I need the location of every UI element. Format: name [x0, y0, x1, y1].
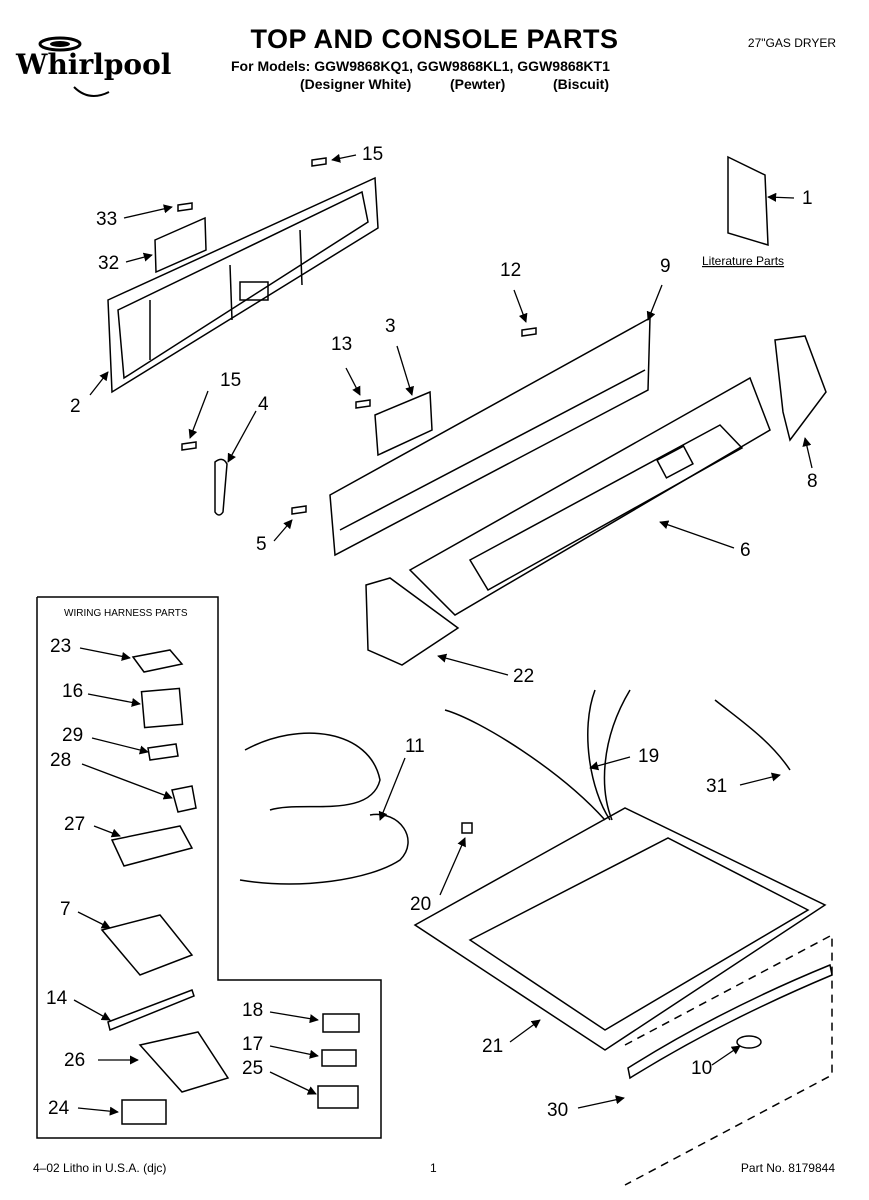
callout-27: 27	[64, 814, 85, 835]
part-18	[322, 1013, 360, 1033]
part-24	[121, 1099, 167, 1125]
top-strip	[627, 963, 833, 1080]
console-back-panel	[107, 176, 379, 394]
console-housing	[408, 376, 771, 616]
part-23	[131, 649, 184, 673]
callout-20: 20	[410, 894, 431, 915]
part-16	[140, 687, 184, 729]
wiring-harness-box	[36, 596, 382, 1139]
callout-19: 19	[638, 746, 659, 767]
callout-9: 9	[660, 256, 671, 277]
color-biscuit: (Biscuit)	[553, 76, 609, 92]
dashed-outline	[624, 933, 833, 1186]
literature-parts-label: Literature Parts	[702, 254, 784, 268]
callout-15-top: 15	[362, 144, 383, 165]
callout-33: 33	[96, 209, 117, 230]
callout-31: 31	[706, 776, 727, 797]
page-title: TOP AND CONSOLE PARTS	[250, 24, 619, 54]
color-designer-white: (Designer White)	[300, 76, 412, 92]
color-pewter: (Pewter)	[450, 76, 506, 92]
parts-line-art	[36, 155, 833, 1186]
top-panel	[413, 807, 827, 1051]
callout-8: 8	[807, 471, 818, 492]
callout-16: 16	[62, 681, 83, 702]
screw-13	[355, 399, 371, 409]
callout-2: 2	[70, 396, 81, 417]
callout-15: 15	[220, 370, 241, 391]
callout-1: 1	[802, 188, 813, 209]
clip-part	[214, 458, 228, 516]
screw-15	[181, 441, 197, 451]
callout-26: 26	[64, 1050, 85, 1071]
control-board	[374, 390, 433, 457]
screw-15-top	[311, 157, 327, 167]
console-frame	[329, 316, 651, 557]
whirlpool-logo: Whirlpool	[15, 36, 171, 97]
callout-14: 14	[46, 988, 68, 1009]
screw-12	[521, 327, 537, 337]
product-type: 27"GAS DRYER	[747, 36, 836, 50]
console-end-cap-left	[365, 577, 460, 666]
leader-lines	[73, 153, 813, 1116]
callout-10: 10	[691, 1058, 712, 1079]
callout-4: 4	[258, 394, 269, 415]
callout-18: 18	[242, 1000, 263, 1021]
brand-name: Whirlpool	[15, 48, 171, 81]
callout-6: 6	[740, 540, 751, 561]
callout-32: 32	[98, 253, 119, 274]
callout-29: 29	[62, 725, 83, 746]
console-end-cap	[774, 335, 827, 442]
harness-11	[244, 732, 381, 811]
models-line: For Models: GGW9868KQ1, GGW9868KL1, GGW9…	[231, 58, 610, 74]
part-17	[321, 1049, 357, 1067]
callout-12: 12	[500, 260, 521, 281]
part-7	[100, 914, 194, 976]
part-25	[317, 1085, 359, 1109]
callout-3: 3	[385, 316, 396, 337]
harness-19	[444, 709, 606, 821]
callout-25: 25	[242, 1058, 263, 1079]
callout-23: 23	[50, 636, 71, 657]
callout-7: 7	[60, 899, 71, 920]
bracket-part	[154, 216, 207, 274]
callout-13: 13	[331, 334, 352, 355]
screw-33	[177, 202, 193, 212]
callout-5: 5	[256, 534, 267, 555]
callout-labels: 15 33 32 2 15 4 5 12 13 3 9 1 8 6 22 11 …	[46, 144, 818, 1121]
callout-30: 30	[547, 1100, 568, 1121]
clip-20	[461, 822, 473, 834]
console-back-panel-inner	[117, 190, 369, 380]
callout-22: 22	[513, 666, 534, 687]
footer-page-number: 1	[430, 1161, 437, 1175]
footer-part-number: Part No. 8179844	[740, 1161, 835, 1175]
wiring-box-title: WIRING HARNESS PARTS	[64, 608, 188, 619]
literature-booklet	[727, 155, 769, 247]
part-28	[171, 785, 197, 813]
top-panel-recess	[468, 837, 810, 1031]
part-14	[107, 989, 195, 1032]
part-26	[138, 1031, 230, 1093]
callout-24: 24	[48, 1098, 70, 1119]
harness-31	[714, 699, 791, 771]
callout-28: 28	[50, 750, 71, 771]
footer-litho: 4–02 Litho in U.S.A. (djc)	[33, 1161, 167, 1175]
screw-5	[291, 505, 307, 515]
part-27	[110, 825, 194, 867]
callout-21: 21	[482, 1036, 503, 1057]
callout-11: 11	[405, 736, 425, 757]
console-display-area	[468, 424, 744, 592]
part-29	[147, 743, 179, 761]
callout-17: 17	[242, 1034, 263, 1055]
